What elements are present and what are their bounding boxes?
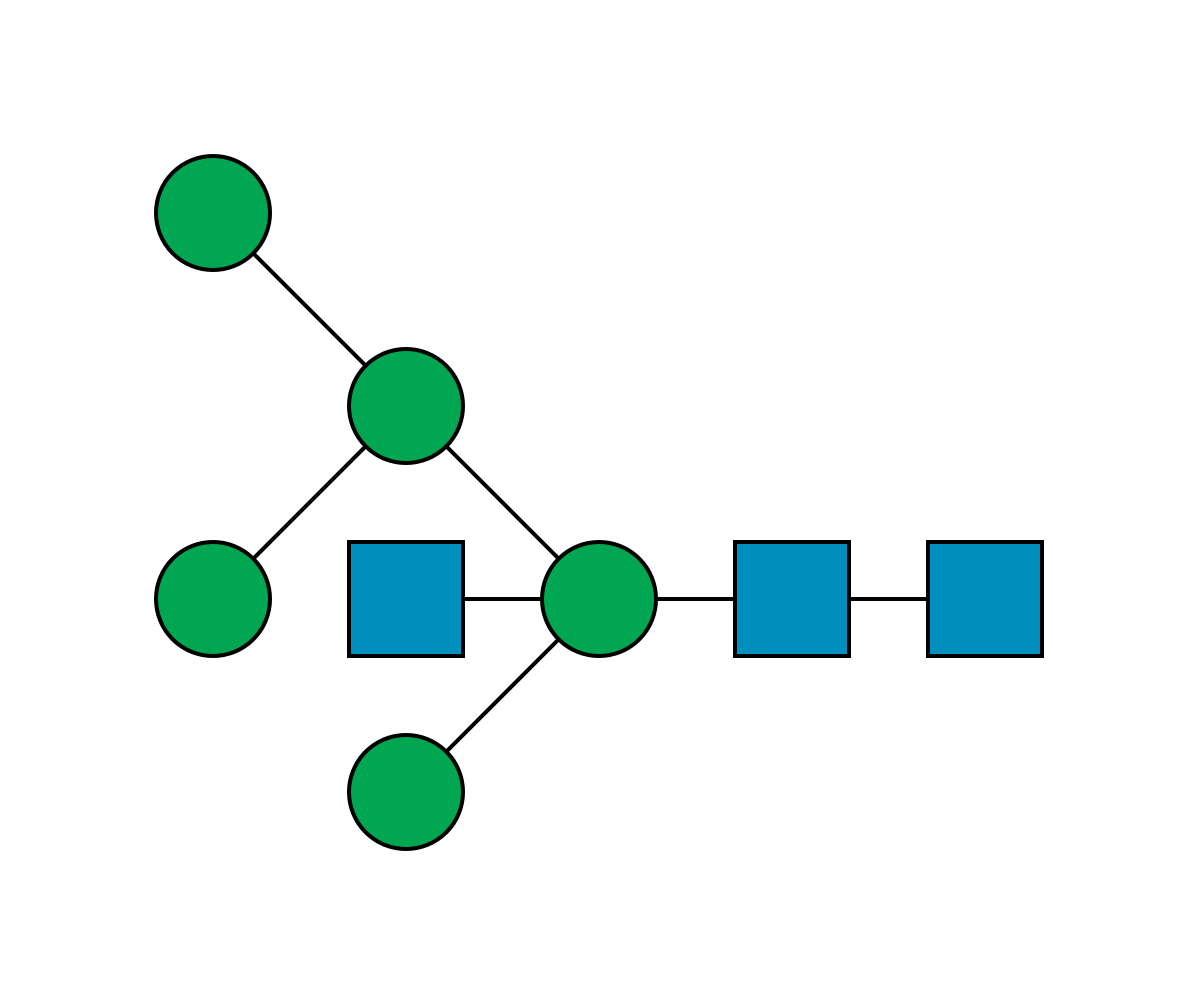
- circle-core-node: [540, 540, 658, 658]
- nodes-layer: [154, 154, 1044, 851]
- circle-top-left-node: [154, 154, 272, 272]
- square-right-1-node: [733, 540, 851, 658]
- circle-bottom-node: [347, 733, 465, 851]
- circle-mid-left-node: [154, 540, 272, 658]
- square-left-node: [347, 540, 465, 658]
- square-right-2-node: [926, 540, 1044, 658]
- circle-upper-branch-node: [347, 347, 465, 465]
